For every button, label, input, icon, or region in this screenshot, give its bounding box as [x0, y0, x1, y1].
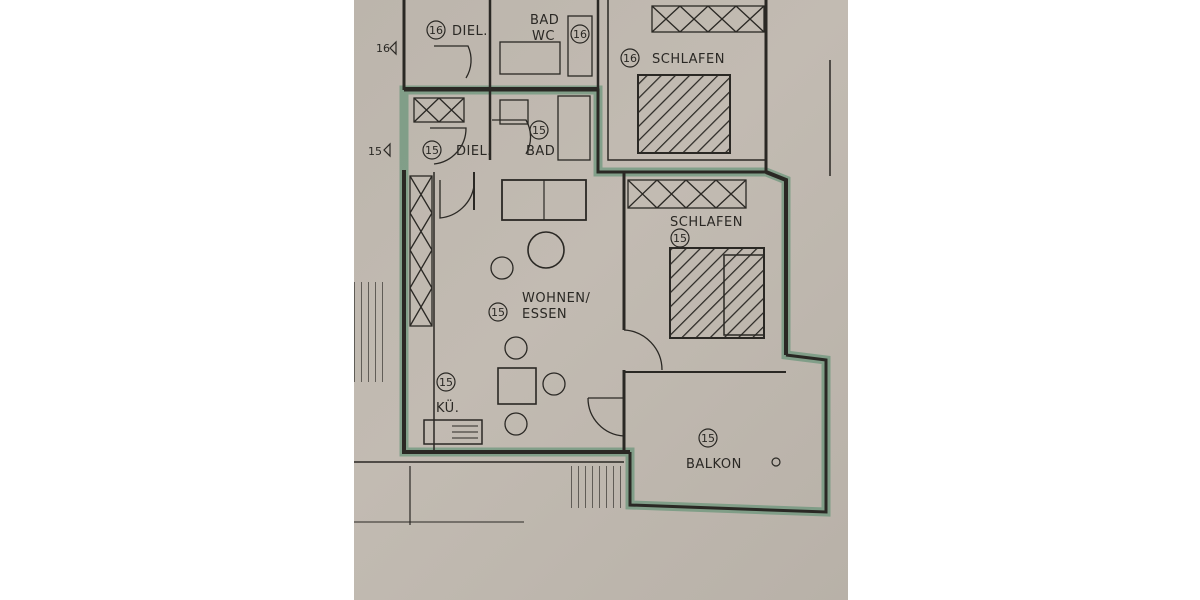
entrance-marker-16: 16	[376, 42, 390, 55]
floor-plan: 16 DIEL. BAD WC 16 16 SCHLAFEN 15 DIEL. …	[354, 0, 831, 525]
room-number-diel: 15	[425, 144, 439, 157]
room-number-kueche: 15	[439, 376, 453, 389]
room-label-kueche: KÜ.	[436, 399, 459, 416]
room-label-bad-wc-1: BAD	[530, 13, 559, 28]
doors	[430, 45, 663, 437]
room-label-schlafen: SCHLAFEN	[670, 215, 743, 230]
room-number-diel-top: 16	[429, 24, 443, 37]
room-label-wohnen-2: ESSEN	[522, 307, 567, 322]
round-table	[527, 231, 565, 269]
kitchen-counter	[423, 419, 483, 445]
bed-top	[637, 74, 731, 154]
wardrobes	[409, 5, 765, 327]
room-number-bad: 15	[532, 124, 546, 137]
room-number-balkon: 15	[701, 432, 715, 445]
stairs-left	[354, 282, 386, 382]
floor-plan-photo: 16 DIEL. BAD WC 16 16 SCHLAFEN 15 DIEL. …	[354, 0, 848, 600]
room-label-wohnen-1: WOHNEN/	[522, 291, 591, 306]
room-label-balkon: BALKON	[686, 457, 742, 472]
room-label-schlafen-top: SCHLAFEN	[652, 52, 725, 67]
bed-bottom	[669, 247, 765, 339]
room-number-schlafen-top: 16	[623, 52, 637, 65]
room-number-bad-wc: 16	[573, 28, 587, 41]
bathroom-fixtures	[499, 15, 593, 161]
room-number-wohnen: 15	[491, 306, 505, 319]
dining-table	[497, 367, 537, 405]
room-label-bad-wc-2: WC	[532, 29, 555, 44]
room-label-diel: DIEL.	[456, 144, 492, 159]
room-number-schlafen: 15	[673, 232, 687, 245]
walls	[402, 0, 828, 514]
stairs-bottom	[568, 466, 622, 508]
room-label-diel-top: DIEL.	[452, 24, 488, 39]
entrance-marker-15: 15	[368, 145, 382, 158]
room-label-bad: BAD	[526, 144, 555, 159]
